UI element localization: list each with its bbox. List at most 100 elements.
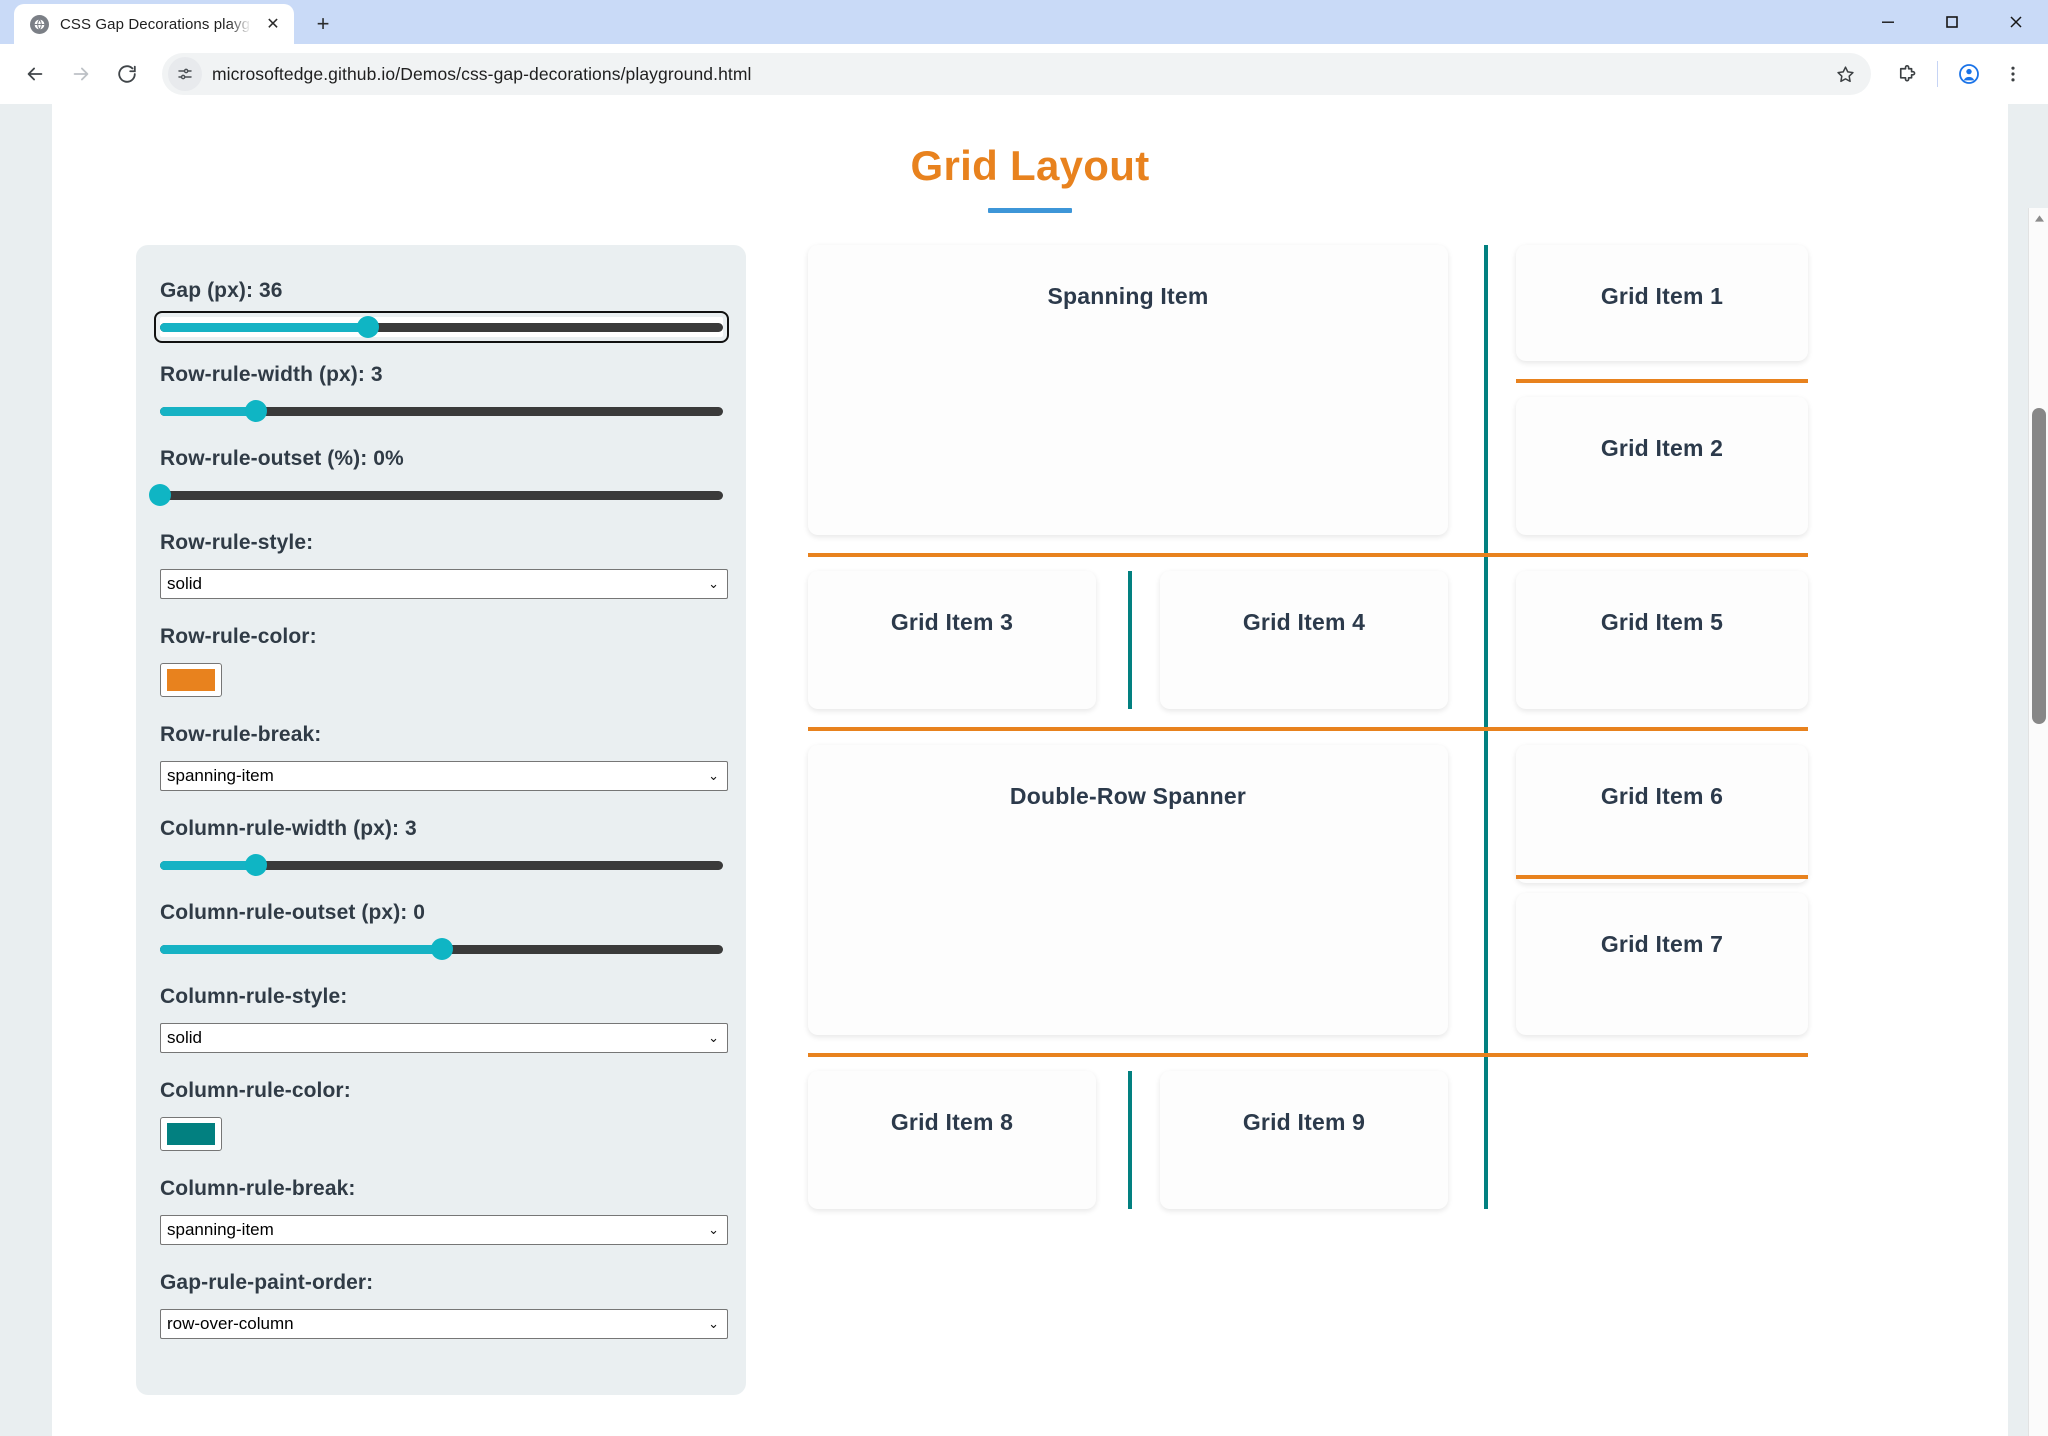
grid-item-2: Grid Item 2 [1516, 397, 1808, 535]
more-vertical-icon[interactable] [1992, 53, 2034, 95]
control-label: Column-rule-outset (px): 0 [160, 901, 426, 924]
column-rule-line [1128, 571, 1132, 709]
controls-panel: Gap (px): 36 Row-rule-width (px): 3 Row-ru… [136, 245, 746, 1395]
tab-title: CSS Gap Decorations playground [60, 15, 251, 33]
control-label: Column-rule-break: [160, 1177, 356, 1200]
row-rule-line [1516, 379, 1808, 383]
new-tab-button[interactable]: + [316, 11, 330, 36]
control-label: Gap (px): 36 [160, 279, 283, 302]
grid-item-6: Grid Item 6 [1516, 745, 1808, 883]
color-picker-button[interactable] [160, 1117, 222, 1151]
grid-item-8: Grid Item 8 [808, 1071, 1096, 1209]
dropdown-select[interactable]: spanning-item ⌄ [160, 1215, 728, 1245]
back-icon[interactable] [14, 53, 56, 95]
slider-fill [160, 406, 256, 416]
slider-fill [160, 944, 442, 954]
forward-icon[interactable] [60, 53, 102, 95]
control-label: Row-rule-style: [160, 531, 314, 554]
slider-thumb[interactable] [244, 400, 267, 422]
chevron-down-icon: ⌄ [708, 768, 719, 783]
range-slider[interactable] [154, 311, 729, 343]
color-picker-button[interactable] [160, 663, 222, 697]
select-value: solid [167, 1028, 202, 1047]
scroll-up-arrow[interactable] [2029, 208, 2048, 228]
browser-tab[interactable]: CSS Gap Decorations playground ✕ [14, 4, 294, 44]
slider-thumb[interactable] [357, 316, 380, 338]
slider-track [160, 322, 723, 332]
control-block: Gap (px): 36 [154, 279, 729, 343]
control-label: Column-rule-width (px): 3 [160, 817, 417, 840]
select-value: solid [167, 574, 202, 593]
scrollbar-thumb[interactable] [2032, 408, 2046, 724]
control-label: Row-rule-break: [160, 723, 322, 746]
color-chip [167, 669, 215, 691]
slider-thumb[interactable] [149, 484, 171, 506]
close-window-button[interactable] [1984, 0, 2048, 44]
control-block: Row-rule-width (px): 3 [160, 363, 724, 422]
dropdown-select[interactable]: solid ⌄ [160, 1023, 728, 1053]
url-text: microsoftedge.github.io/Demos/css-gap-de… [212, 63, 752, 84]
browser-toolbar: microsoftedge.github.io/Demos/css-gap-de… [0, 44, 2048, 104]
toolbar-right-group [1885, 53, 2034, 95]
control-block: Row-rule-style: solid ⌄ [160, 531, 728, 599]
column-rule-line [1128, 1071, 1132, 1209]
control-label: Row-rule-outset (%): 0% [160, 447, 404, 470]
dropdown-select[interactable]: row-over-column⌄ [160, 1309, 728, 1339]
spanning-item: Spanning Item [808, 245, 1448, 535]
minimize-button[interactable] [1856, 0, 1920, 44]
range-slider[interactable] [160, 938, 723, 960]
control-block: Column-rule-break: spanning-item ⌄ [160, 1177, 728, 1245]
site-settings-icon[interactable] [168, 57, 202, 91]
select-value: spanning-item [167, 1220, 274, 1239]
range-slider[interactable] [149, 484, 723, 506]
control-label: Column-rule-style: [160, 985, 348, 1008]
row-rule-line [808, 1053, 1808, 1057]
page-content: Grid Layout Gap (px): 36 Row-rule-width (… [52, 104, 2008, 1436]
row-rule-line [808, 553, 1808, 557]
bookmark-star-icon[interactable] [1827, 56, 1863, 92]
control-block: Row-rule-color: [160, 625, 724, 697]
control-label: Row-rule-color: [160, 625, 317, 648]
tab-close-icon[interactable]: ✕ [266, 16, 280, 33]
page-scrollbar[interactable] [2028, 208, 2048, 1436]
address-bar[interactable]: microsoftedge.github.io/Demos/css-gap-de… [162, 53, 1871, 95]
title-underline [988, 208, 1072, 213]
chevron-down-icon: ⌄ [708, 1316, 719, 1331]
slider-thumb[interactable] [244, 854, 267, 876]
reload-icon[interactable] [106, 53, 148, 95]
chevron-down-icon: ⌄ [708, 1222, 719, 1237]
maximize-button[interactable] [1920, 0, 1984, 44]
control-block: Column-rule-width (px): 3 [160, 817, 724, 876]
slider-thumb[interactable] [430, 938, 453, 960]
color-chip [167, 1123, 215, 1145]
grid-item-7: Grid Item 7 [1516, 893, 1808, 1035]
slider-track [160, 406, 723, 416]
page-title: Grid Layout [910, 142, 1150, 189]
control-block: Column-rule-style: solid ⌄ [160, 985, 728, 1053]
chevron-down-icon: ⌄ [708, 576, 719, 591]
dropdown-select[interactable]: solid ⌄ [160, 569, 728, 599]
profile-avatar-icon[interactable] [1948, 53, 1990, 95]
grid-item-4: Grid Item 4 [1160, 571, 1448, 709]
main-content: Gap (px): 36 Row-rule-width (px): 3 Row-ru… [98, 245, 1962, 1395]
row-rule-line [1516, 875, 1808, 879]
control-block: Row-rule-break: spanning-item ⌄ [160, 723, 728, 791]
window-controls [1856, 0, 2048, 44]
page-viewport: Grid Layout Gap (px): 36 Row-rule-width (… [0, 104, 2048, 1436]
slider-fill [160, 322, 369, 332]
browser-titlebar: CSS Gap Decorations playground ✕ + [0, 0, 2048, 44]
chevron-down-icon: ⌄ [708, 1030, 719, 1045]
extensions-puzzle-icon[interactable] [1885, 53, 1927, 95]
control-block: Gap-rule-paint-order:row-over-column⌄ [160, 1271, 728, 1339]
double-row-spanner: Double-Row Spanner [808, 745, 1448, 1035]
range-slider[interactable] [160, 400, 723, 422]
range-slider[interactable] [160, 854, 723, 876]
control-block: Column-rule-color: [160, 1079, 724, 1151]
control-label: Column-rule-color: [160, 1079, 351, 1102]
slider-track [160, 860, 723, 870]
select-value: spanning-item [167, 766, 274, 785]
dropdown-select[interactable]: spanning-item ⌄ [160, 761, 728, 791]
globe-icon [30, 14, 49, 34]
grid-item-1: Grid Item 1 [1516, 245, 1808, 361]
